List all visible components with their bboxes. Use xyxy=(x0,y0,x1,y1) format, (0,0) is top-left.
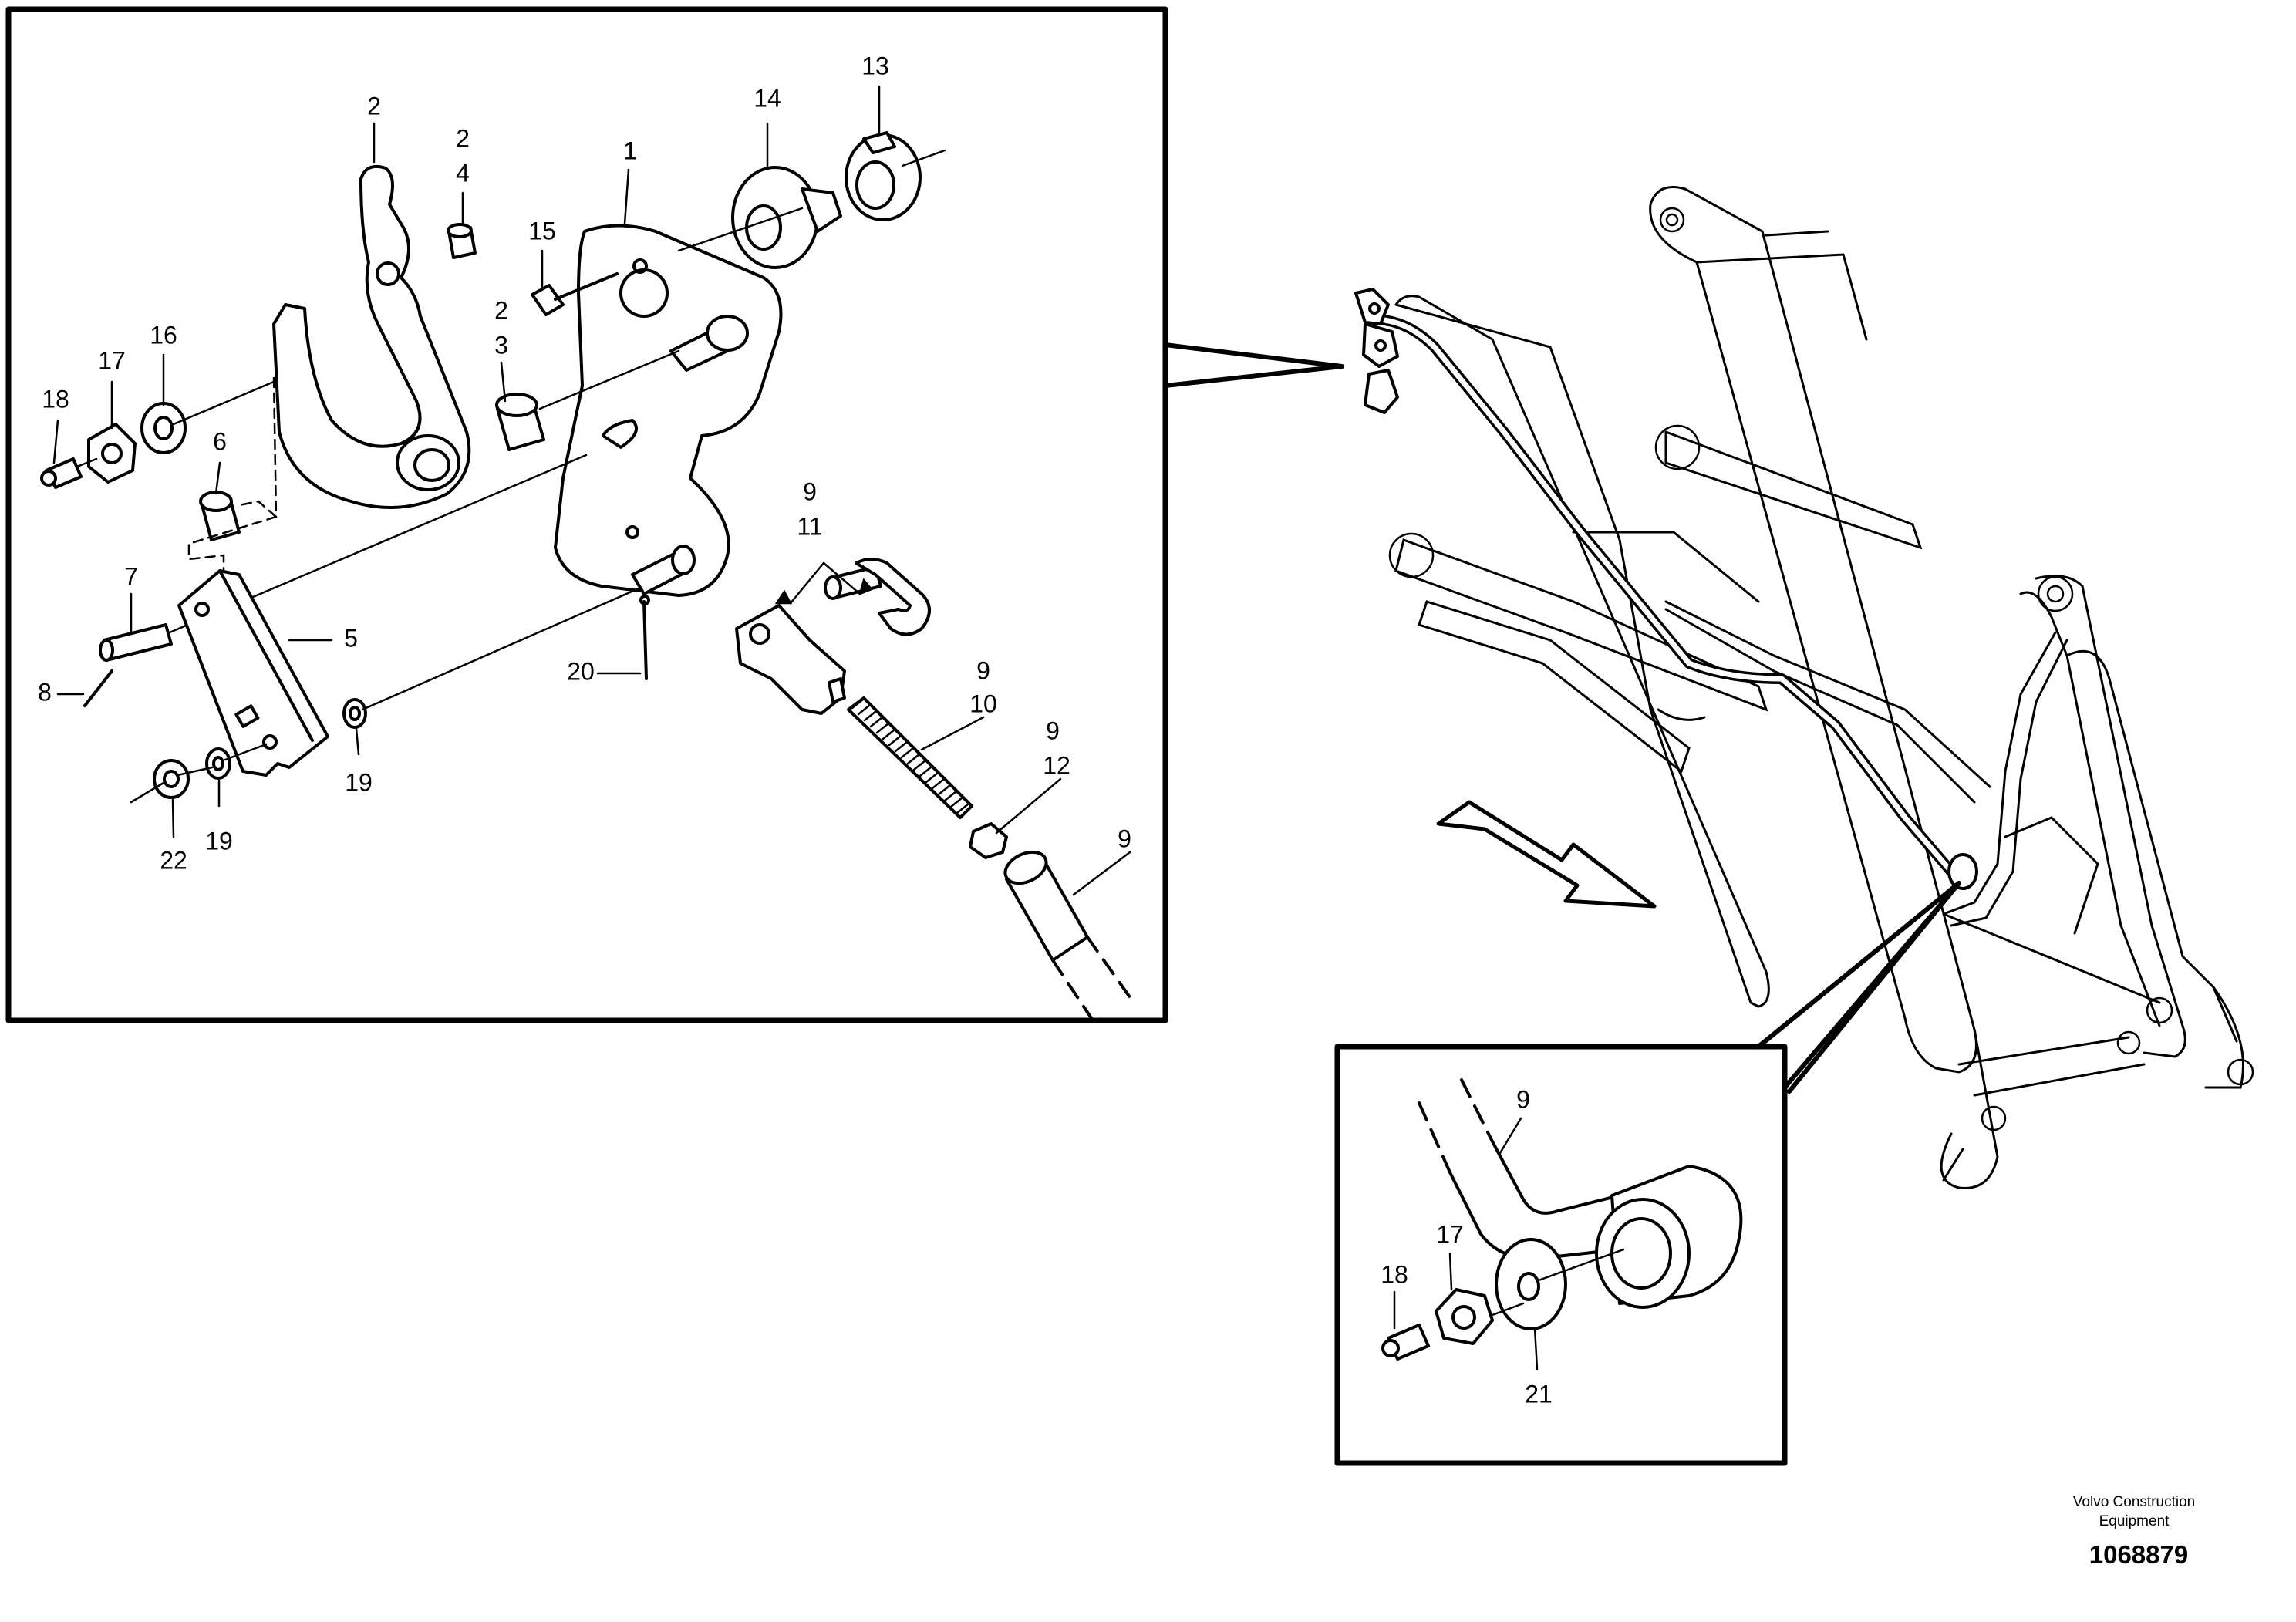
callout-label: 12 xyxy=(1043,751,1070,779)
callout-label: 5 xyxy=(344,624,358,652)
document-number: 1068879 xyxy=(2089,1540,2188,1569)
part-sleeve-6 xyxy=(199,491,241,541)
part-mounting-plate xyxy=(554,224,783,597)
callout-label: 3 xyxy=(494,331,508,359)
callout-label: 9 xyxy=(803,477,817,505)
part-nut-17 xyxy=(87,423,137,484)
part-clevis-11 xyxy=(735,604,846,715)
main-frame-pointer xyxy=(1163,342,1344,388)
main-frame xyxy=(5,6,1168,1023)
callout-label: 6 xyxy=(213,427,227,455)
callout-label: 10 xyxy=(969,690,997,717)
part-nut-13 xyxy=(845,131,922,221)
leader-lines xyxy=(52,85,1131,896)
callout-label: 9 xyxy=(976,656,990,684)
part-clip xyxy=(855,558,931,636)
part-nut-17-detail xyxy=(1435,1288,1494,1345)
part-hook-lever xyxy=(272,164,471,509)
detail-callout-label: 21 xyxy=(1525,1380,1553,1408)
brand-line-1: Volvo Construction xyxy=(2073,1494,2195,1510)
part-washer-16 xyxy=(140,402,187,454)
part-threaded-rod-10 xyxy=(847,696,973,819)
brand-line-2: Equipment xyxy=(2099,1513,2170,1529)
part-flange-bushing xyxy=(731,166,842,269)
part-washer-22 xyxy=(153,759,190,799)
callout-label: 9 xyxy=(1118,824,1131,852)
callout-label: 4 xyxy=(456,159,470,187)
callout-label: 9 xyxy=(1046,717,1060,744)
callout-label: 19 xyxy=(205,827,233,855)
part-grease-nipple-18 xyxy=(40,457,83,489)
part-bushing-9 xyxy=(1595,1165,1743,1309)
detail-callout-label: 17 xyxy=(1436,1220,1464,1248)
callout-label: 2 xyxy=(367,92,381,120)
direction-arrow xyxy=(1436,800,1657,909)
part-washer-21 xyxy=(1495,1238,1567,1330)
main-exploded-view: 2 2 4 1 14 13 15 2 3 17 16 18 6 7 5 8 9 … xyxy=(5,6,1344,1023)
detail-callout-label: 18 xyxy=(1381,1260,1408,1288)
part-clevis-pin xyxy=(824,565,882,600)
callout-label: 16 xyxy=(150,321,177,349)
footer: Volvo Construction Equipment 1068879 xyxy=(2073,1494,2195,1569)
callout-label: 2 xyxy=(494,296,508,324)
callout-label: 2 xyxy=(456,124,470,152)
callout-label: 22 xyxy=(160,846,187,874)
part-pin-7 xyxy=(99,623,173,662)
control-linkage-rod xyxy=(1379,315,1957,877)
callout-label: 14 xyxy=(754,84,781,112)
callout-label: 8 xyxy=(38,678,52,706)
part-plate-5 xyxy=(177,569,329,777)
callout-label: 7 xyxy=(124,562,138,590)
callout-label: 17 xyxy=(98,346,126,374)
detail-inset: 9 17 18 21 xyxy=(1334,881,1961,1466)
part-sleeve-4 xyxy=(447,223,477,259)
callout-label: 13 xyxy=(861,52,889,79)
part-sleeve-3 xyxy=(495,393,545,451)
pedal-cluster xyxy=(1354,288,1399,414)
detail-callout-label: 9 xyxy=(1516,1085,1530,1113)
callout-label: 18 xyxy=(42,385,69,413)
callout-labels: 2 2 4 1 14 13 15 2 3 17 16 18 6 7 5 8 9 … xyxy=(38,52,1131,874)
callout-label: 1 xyxy=(623,137,637,164)
callout-label: 11 xyxy=(797,512,822,540)
part-washer-19b xyxy=(205,747,231,780)
part-grease-nipple-18-detail xyxy=(1381,1324,1430,1361)
part-washer-19a xyxy=(342,698,367,729)
callout-label: 15 xyxy=(528,217,556,244)
part-rod-tube-9 xyxy=(1003,850,1135,1020)
part-bolt-15 xyxy=(531,272,619,316)
callout-label: 20 xyxy=(567,657,595,685)
callout-label: 19 xyxy=(345,768,373,796)
loader-arm-overview xyxy=(1354,186,2254,1189)
detail-pointer xyxy=(1756,881,1961,1094)
